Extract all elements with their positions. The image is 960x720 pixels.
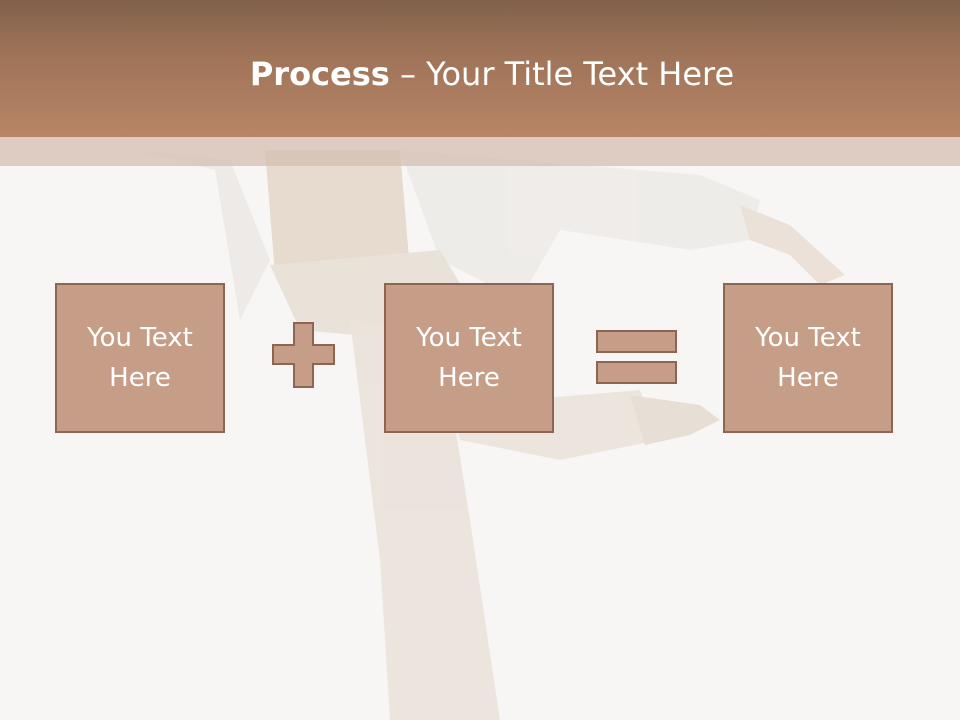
process-box-1: You Text Here xyxy=(55,283,225,433)
equals-icon xyxy=(596,330,677,384)
process-box-2: You Text Here xyxy=(384,283,554,433)
plus-icon xyxy=(272,322,335,388)
process-box-3: You Text Here xyxy=(723,283,893,433)
slide-title: Process – Your Title Text Here xyxy=(0,54,960,94)
title-bold: Process xyxy=(249,55,390,93)
dancer-figure xyxy=(135,150,845,720)
header-accent-band xyxy=(0,137,960,166)
title-dash: – xyxy=(389,55,427,93)
title-rest: Your Title Text Here xyxy=(426,55,735,93)
title-bar xyxy=(0,0,960,137)
